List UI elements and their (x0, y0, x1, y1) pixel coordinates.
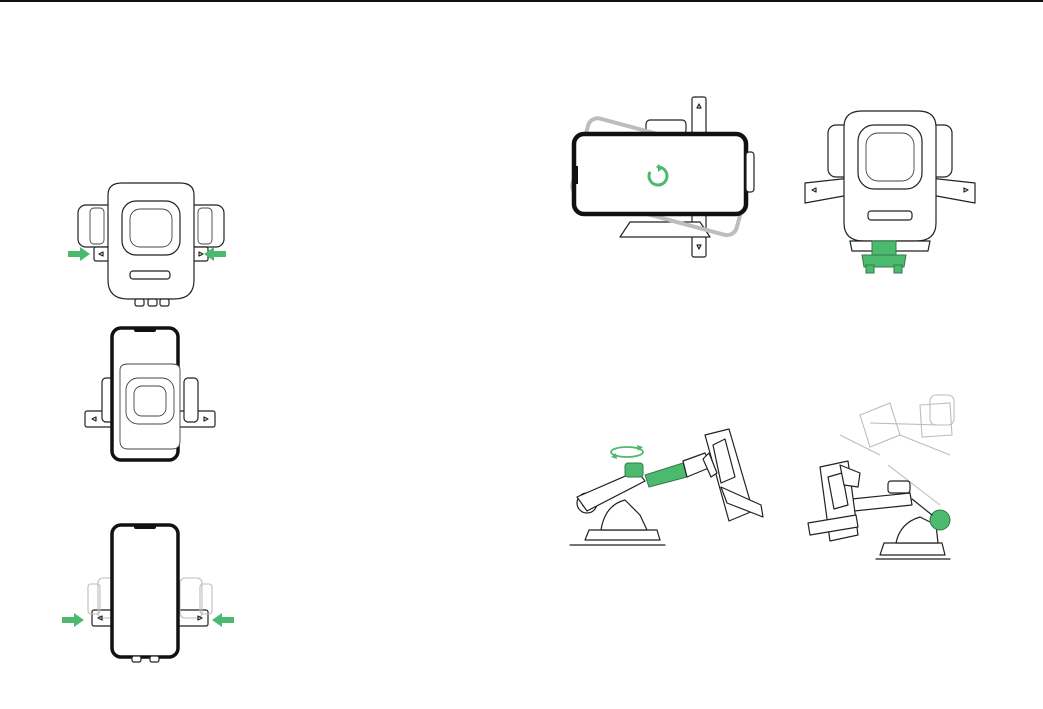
squeeze-arrow-left-icon (210, 613, 234, 627)
pivot-ball-green (930, 510, 950, 530)
phone-rotate-figure (560, 92, 760, 262)
phone-portrait-inserted-figure (80, 326, 220, 464)
arm-lock-green (625, 463, 643, 477)
squeeze-arrow-left-icon (202, 247, 226, 261)
telescopic-arm-figure (565, 425, 775, 550)
arm-extension-green (645, 463, 687, 487)
phone-outline (112, 525, 178, 657)
base-lock-figure (800, 105, 980, 280)
squeeze-arrow-right-icon (68, 247, 92, 261)
rotate-arrow-icon (646, 164, 670, 188)
mount-squeeze-figure (60, 175, 240, 310)
pivot-ball-figure (800, 395, 980, 565)
squeeze-arrow-right-icon (62, 613, 86, 627)
phone-portrait-squeeze-figure (60, 522, 240, 662)
rotation-ring-icon (609, 444, 645, 460)
